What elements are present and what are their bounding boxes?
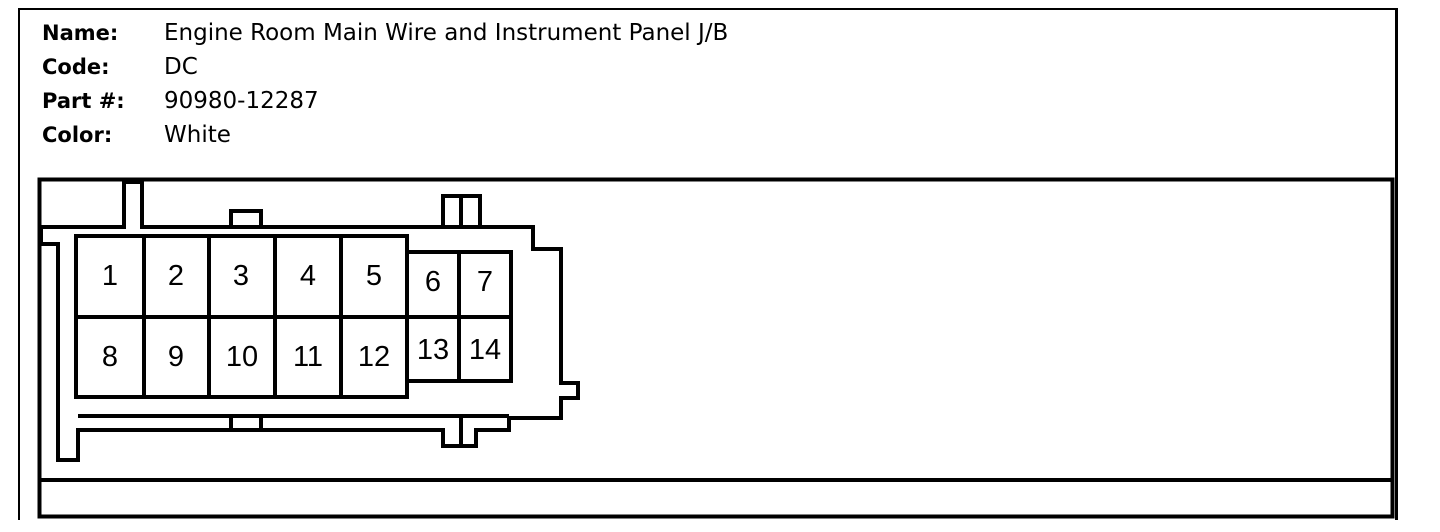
color-label: Color: — [42, 123, 113, 147]
pin-6: 6 — [425, 266, 441, 298]
pin-8: 8 — [102, 341, 118, 373]
name-label: Name: — [42, 21, 119, 45]
pin-4: 4 — [300, 260, 316, 292]
diagram-frame — [37, 177, 1395, 519]
part-row: Part #: 90980-12287 — [42, 84, 728, 118]
color-value: White — [164, 122, 231, 148]
code-value: DC — [164, 54, 198, 80]
part-label: Part #: — [42, 89, 125, 113]
pin-2: 2 — [168, 260, 184, 292]
top-lock-tab — [229, 209, 263, 227]
color-row: Color: White — [42, 118, 728, 152]
name-row: Name: Engine Room Main Wire and Instrume… — [42, 16, 728, 50]
connector-card — [18, 8, 1398, 520]
pin-3: 3 — [233, 260, 249, 292]
connector-info: Name: Engine Room Main Wire and Instrume… — [42, 16, 728, 152]
connector-housing — [39, 180, 580, 462]
name-value: Engine Room Main Wire and Instrument Pan… — [164, 20, 729, 46]
pin-7: 7 — [477, 266, 493, 298]
part-value: 90980-12287 — [164, 88, 319, 114]
pin-13: 13 — [417, 334, 449, 366]
code-row: Code: DC — [42, 50, 728, 84]
pin-9: 9 — [168, 341, 184, 373]
pin-1: 1 — [102, 260, 118, 292]
code-label: Code: — [42, 55, 110, 79]
pin-12: 12 — [358, 341, 390, 373]
pin-11: 11 — [293, 341, 323, 373]
pin-5: 5 — [366, 260, 382, 292]
pin-14: 14 — [469, 334, 501, 366]
pin-10: 10 — [226, 341, 258, 373]
